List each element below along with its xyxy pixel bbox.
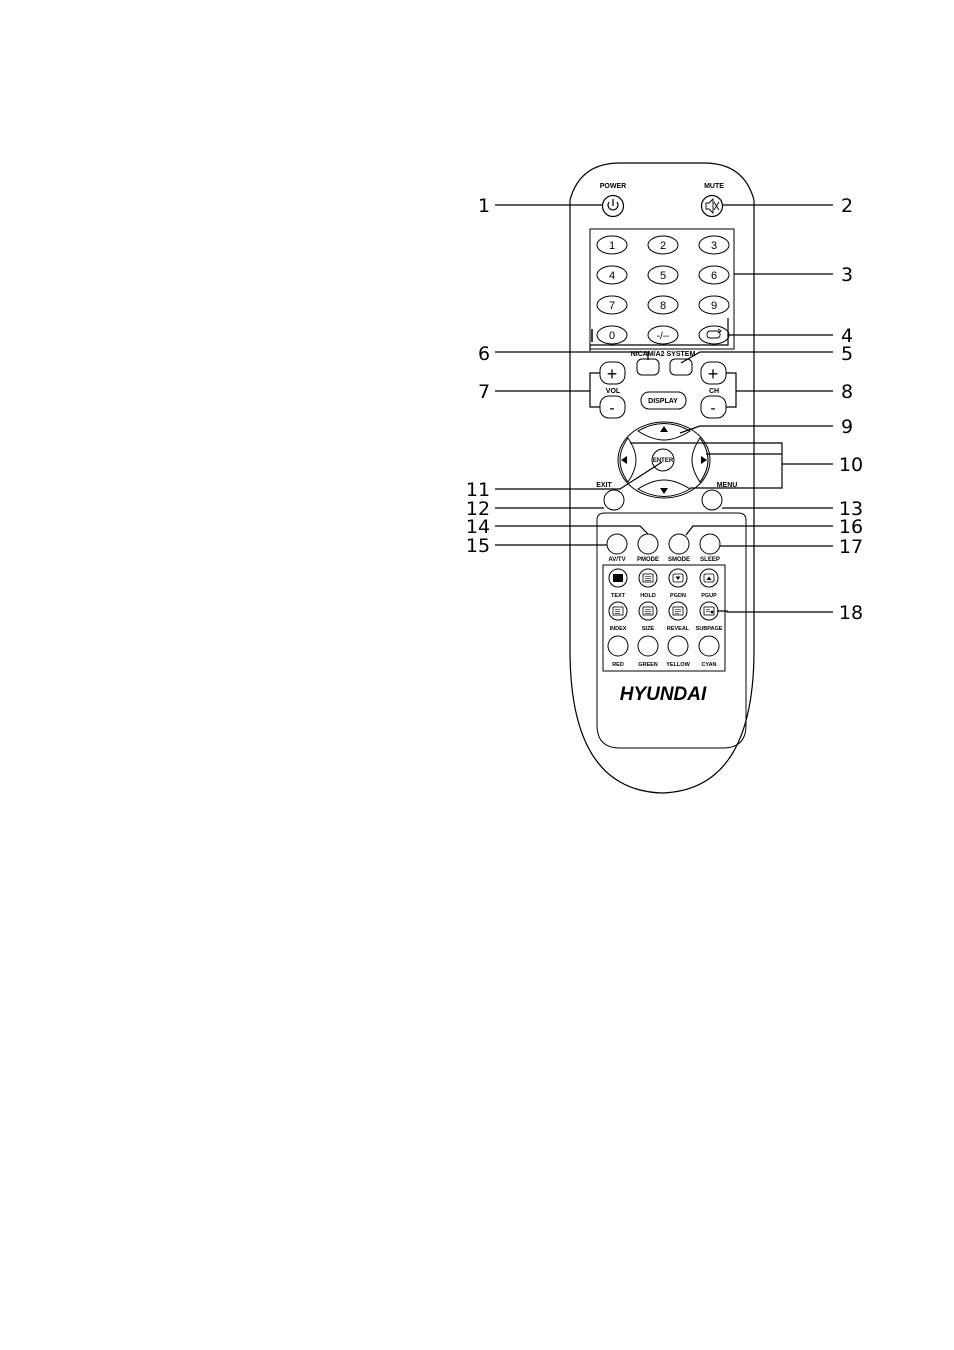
callout-8: 8 bbox=[841, 381, 853, 403]
power-label: POWER bbox=[600, 183, 626, 190]
size-label: SIZE bbox=[642, 626, 655, 632]
av-tv-label: AV/TV bbox=[608, 557, 625, 563]
red-label: RED bbox=[612, 662, 624, 668]
reveal-button[interactable] bbox=[669, 602, 687, 620]
exit-button[interactable] bbox=[604, 490, 624, 510]
brand-logo: HYUNDAI bbox=[620, 684, 707, 705]
pmode-label: PMODE bbox=[637, 557, 659, 563]
display-label: DISPLAY bbox=[648, 398, 678, 405]
red-button[interactable] bbox=[608, 636, 628, 656]
callout-17: 17 bbox=[839, 536, 863, 558]
number-key-0-label: 0 bbox=[609, 330, 615, 342]
pgup-label: PGUP bbox=[701, 593, 717, 599]
number-key-5-label: 5 bbox=[660, 270, 666, 282]
sleep-button[interactable] bbox=[700, 534, 720, 554]
vol-minus-label: - bbox=[609, 400, 614, 417]
vol-plus-label: + bbox=[607, 364, 618, 384]
callout-16: 16 bbox=[839, 516, 863, 538]
size-button[interactable] bbox=[639, 602, 657, 620]
callout-3: 3 bbox=[841, 264, 853, 286]
number-key-7-label: 7 bbox=[609, 300, 615, 312]
menu-button[interactable] bbox=[702, 490, 722, 510]
number-key-4-label: 4 bbox=[609, 270, 615, 282]
sleep-label: SLEEP bbox=[700, 557, 720, 563]
callout-15: 15 bbox=[466, 535, 490, 557]
vol-label: VOL bbox=[606, 388, 621, 395]
callout-9: 9 bbox=[841, 416, 853, 438]
nicam-button[interactable] bbox=[637, 359, 659, 375]
pmode-button[interactable] bbox=[638, 534, 658, 554]
number-key-9-label: 9 bbox=[711, 300, 717, 312]
ch-label: CH bbox=[709, 388, 719, 395]
smode-button[interactable] bbox=[669, 534, 689, 554]
callout-10: 10 bbox=[839, 454, 863, 476]
green-button[interactable] bbox=[638, 636, 658, 656]
callout-6: 6 bbox=[478, 343, 490, 365]
number-key-3-label: 3 bbox=[711, 240, 717, 252]
yellow-label: YELLOW bbox=[666, 662, 690, 668]
callout-5: 5 bbox=[841, 343, 853, 365]
hold-button[interactable] bbox=[639, 569, 657, 587]
enter-label: ENTER bbox=[653, 458, 674, 464]
number-key-6-label: 6 bbox=[711, 270, 717, 282]
cyan-label: CYAN bbox=[701, 662, 716, 668]
index-label: INDEX bbox=[610, 626, 627, 632]
reveal-label: REVEAL bbox=[667, 626, 690, 632]
number-key-8-label: 8 bbox=[660, 300, 666, 312]
callout-1: 1 bbox=[478, 195, 490, 217]
number-key-1-label: 1 bbox=[609, 240, 615, 252]
number-key-2-label: 2 bbox=[660, 240, 666, 252]
mute-button[interactable] bbox=[702, 196, 723, 217]
green-label: GREEN bbox=[638, 662, 658, 668]
pgdn-label: PGDN bbox=[670, 593, 686, 599]
callout-7: 7 bbox=[478, 381, 490, 403]
text-icon bbox=[613, 574, 623, 582]
subpage-label: SUBPAGE bbox=[696, 626, 723, 632]
system-button[interactable] bbox=[670, 359, 692, 375]
index-button[interactable] bbox=[609, 602, 627, 620]
digit-select-key-label: -/-- bbox=[657, 331, 670, 342]
av-tv-button[interactable] bbox=[607, 534, 627, 554]
yellow-button[interactable] bbox=[668, 636, 688, 656]
smode-label: SMODE bbox=[668, 557, 690, 563]
callout-18: 18 bbox=[839, 602, 863, 624]
exit-label: EXIT bbox=[596, 482, 612, 489]
recall-button[interactable] bbox=[699, 326, 729, 344]
subpage-button[interactable] bbox=[700, 602, 718, 620]
text-label: TEXT bbox=[611, 593, 626, 599]
ch-plus-label: + bbox=[708, 364, 719, 384]
hold-label: HOLD bbox=[640, 593, 656, 599]
callout-2: 2 bbox=[841, 195, 853, 217]
ch-minus-label: - bbox=[710, 400, 715, 417]
mute-label: MUTE bbox=[704, 183, 724, 190]
cyan-button[interactable] bbox=[699, 636, 719, 656]
